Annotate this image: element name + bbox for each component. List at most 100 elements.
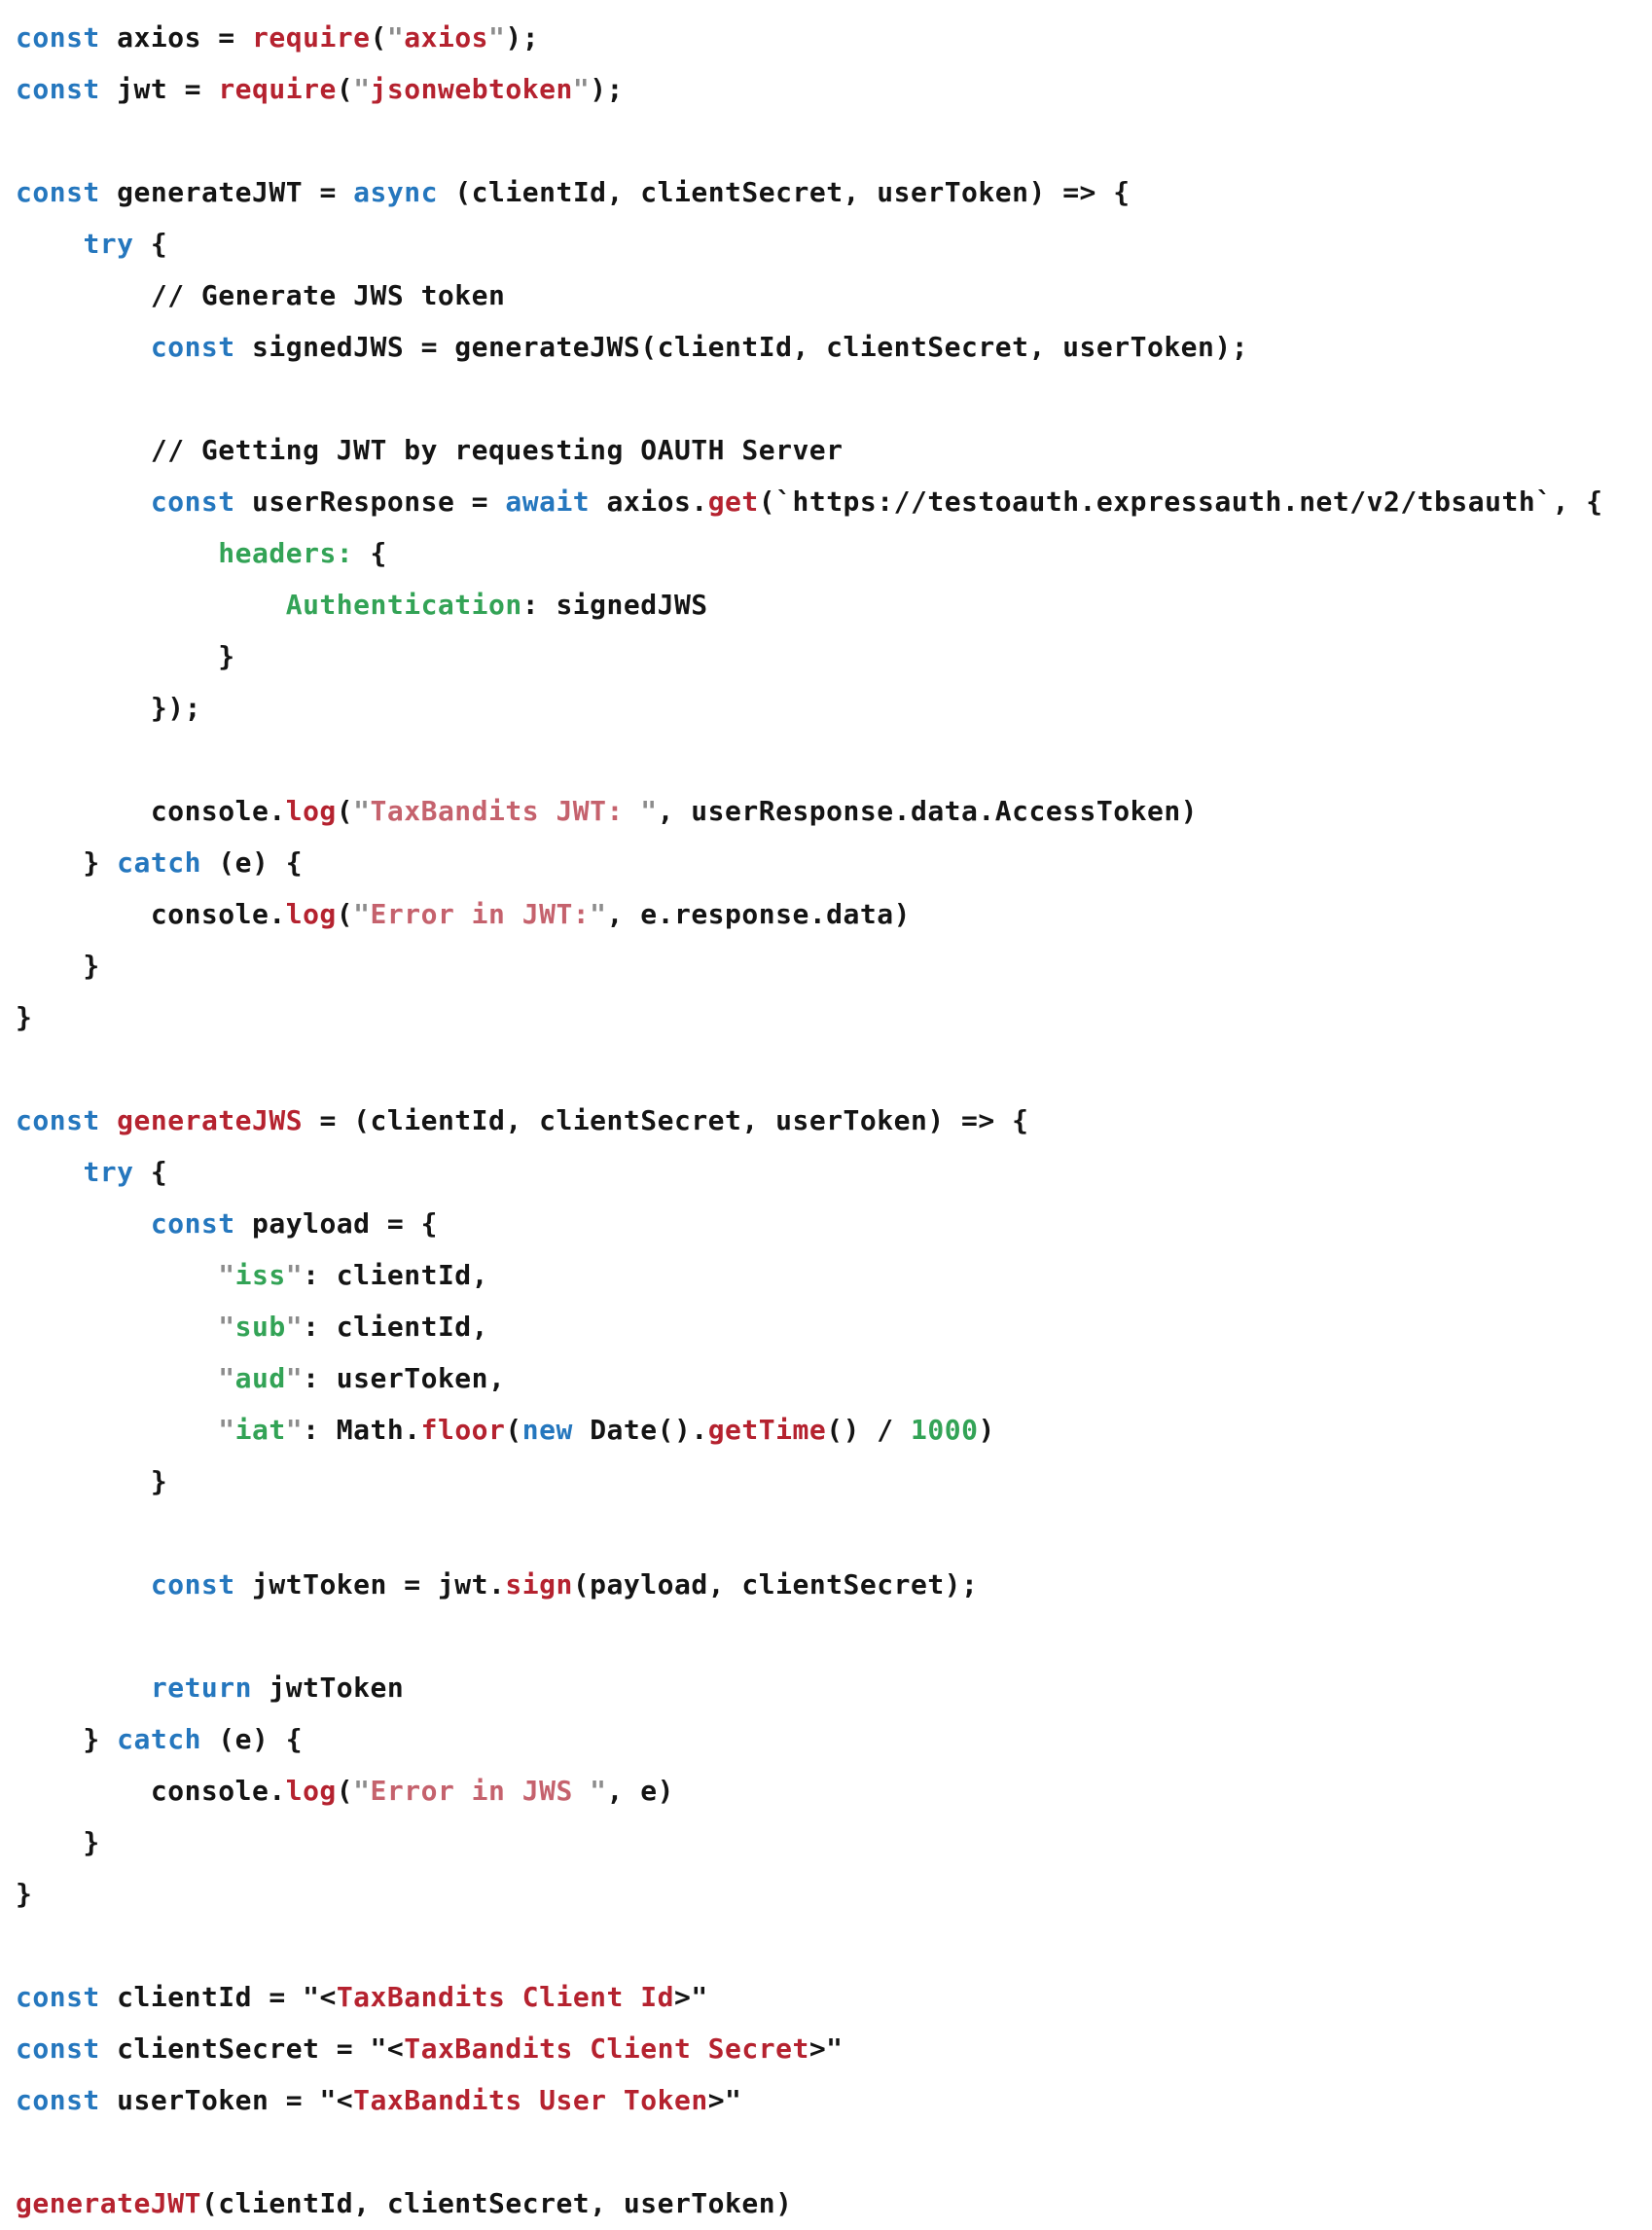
code-line: Authentication: signedJWS bbox=[16, 579, 1652, 630]
code-token-q: " bbox=[640, 795, 658, 827]
code-token-kw: await bbox=[505, 486, 591, 518]
code-line: try { bbox=[16, 1146, 1652, 1198]
code-token-prop: headers: bbox=[218, 537, 354, 569]
code-token-q: " bbox=[353, 73, 371, 105]
code-line: const signedJWS = generateJWS(clientId, … bbox=[16, 321, 1652, 373]
code-token-pl: (clientId, clientSecret, userToken) bbox=[200, 2187, 793, 2219]
code-token-kw: catch bbox=[117, 846, 201, 879]
code-token-pl: (`https://testoauth.expressauth.net/v2/t… bbox=[758, 486, 1603, 518]
code-line: // Getting JWT by requesting OAUTH Serve… bbox=[16, 424, 1652, 476]
code-token-pl: : signedJWS bbox=[521, 589, 708, 621]
code-token-q: " bbox=[590, 898, 607, 930]
code-token-pl: = (clientId, clientSecret, userToken) =>… bbox=[303, 1104, 1029, 1136]
code-token-q: " bbox=[218, 1311, 235, 1343]
code-token-cm: // Generate JWS token bbox=[16, 279, 506, 311]
code-line: try { bbox=[16, 218, 1652, 270]
code-line: const userToken = "<TaxBandits User Toke… bbox=[16, 2074, 1652, 2126]
code-line: return jwtToken bbox=[16, 1662, 1652, 1713]
code-token-pl: clientSecret = "< bbox=[99, 2032, 405, 2065]
code-line bbox=[16, 1920, 1652, 1971]
code-line: "sub": clientId, bbox=[16, 1301, 1652, 1352]
code-token-pstr: Error in JWS bbox=[370, 1775, 591, 1807]
code-line bbox=[16, 1610, 1652, 1662]
code-token-fn: log bbox=[285, 1775, 337, 1807]
code-token-pl: { bbox=[133, 1156, 168, 1188]
code-token-str: TaxBandits Client Id bbox=[336, 1981, 674, 2013]
code-token-q: " bbox=[218, 1259, 235, 1291]
code-token-pl: ( bbox=[336, 73, 354, 105]
code-line bbox=[16, 115, 1652, 166]
code-token-pl: userToken = "< bbox=[99, 2084, 354, 2116]
code-token-kw: const bbox=[150, 486, 235, 518]
code-token-kw: async bbox=[353, 176, 438, 208]
code-lines-container: const axios = require("axios");const jwt… bbox=[16, 12, 1652, 2229]
code-token-pl: } bbox=[16, 950, 100, 982]
code-token-pl: (e) { bbox=[200, 1723, 304, 1755]
code-token-q: " bbox=[285, 1414, 304, 1446]
code-line: console.log("Error in JWT:", e.response.… bbox=[16, 888, 1652, 940]
code-token-q: " bbox=[218, 1362, 235, 1394]
code-token-pl bbox=[16, 228, 83, 260]
code-token-kw: new bbox=[521, 1414, 573, 1446]
code-token-pl bbox=[16, 1156, 83, 1188]
code-token-fn: require bbox=[252, 21, 371, 54]
code-token-num: 1000 bbox=[911, 1414, 979, 1446]
code-token-pl: ( bbox=[336, 795, 354, 827]
code-line: } bbox=[16, 1816, 1652, 1868]
code-token-q: " bbox=[353, 795, 371, 827]
code-token-pl: } bbox=[16, 1826, 100, 1858]
code-token-q: " bbox=[285, 1362, 304, 1394]
code-token-pl bbox=[16, 1311, 218, 1343]
code-line: "iat": Math.floor(new Date().getTime() /… bbox=[16, 1404, 1652, 1456]
code-token-pl: Date(). bbox=[572, 1414, 708, 1446]
code-token-fn: log bbox=[285, 898, 337, 930]
code-token-prop: sub bbox=[234, 1311, 286, 1343]
code-token-pl: axios. bbox=[590, 486, 708, 518]
code-token-pl: ( bbox=[505, 1414, 522, 1446]
code-line bbox=[16, 1507, 1652, 1559]
code-token-pl: axios = bbox=[99, 21, 253, 54]
code-token-str: TaxBandits User Token bbox=[353, 2084, 708, 2116]
code-token-pl: ( bbox=[336, 898, 354, 930]
code-token-q: " bbox=[285, 1311, 304, 1343]
code-token-pl bbox=[16, 1568, 151, 1601]
code-token-kw: const bbox=[16, 176, 100, 208]
code-token-fn: floor bbox=[420, 1414, 506, 1446]
code-token-pl: (e) { bbox=[200, 846, 304, 879]
code-token-pl: jwt = bbox=[99, 73, 219, 105]
code-line bbox=[16, 734, 1652, 785]
code-token-kw: const bbox=[16, 1981, 100, 2013]
code-line: } bbox=[16, 1868, 1652, 1920]
code-token-pl: { bbox=[133, 228, 168, 260]
code-token-pl: payload = { bbox=[234, 1207, 438, 1240]
code-token-kw: return bbox=[150, 1672, 253, 1704]
code-line bbox=[16, 373, 1652, 424]
code-token-pl bbox=[16, 1259, 218, 1291]
code-token-prop: iss bbox=[234, 1259, 286, 1291]
code-token-pl: } bbox=[16, 640, 235, 672]
code-token-pl: ( bbox=[370, 21, 387, 54]
code-token-str: axios bbox=[404, 21, 489, 54]
code-line: } bbox=[16, 630, 1652, 682]
code-token-pl: () / bbox=[826, 1414, 912, 1446]
code-line: } catch (e) { bbox=[16, 1713, 1652, 1765]
code-token-q: " bbox=[353, 1775, 371, 1807]
code-token-pl: : userToken, bbox=[303, 1362, 506, 1394]
code-token-pl: ) bbox=[978, 1414, 995, 1446]
code-line: headers: { bbox=[16, 527, 1652, 579]
code-token-pl: , e.response.data) bbox=[606, 898, 911, 930]
code-token-pl bbox=[16, 486, 151, 518]
code-token-pl: ); bbox=[590, 73, 624, 105]
code-token-pl: ( bbox=[336, 1775, 354, 1807]
code-token-pl: jwtToken = jwt. bbox=[234, 1568, 506, 1601]
code-line: "iss": clientId, bbox=[16, 1249, 1652, 1301]
code-token-pl: (clientId, clientSecret, userToken) => { bbox=[437, 176, 1131, 208]
code-token-fn: generateJWT bbox=[16, 2187, 201, 2219]
code-line: const userResponse = await axios.get(`ht… bbox=[16, 476, 1652, 527]
code-token-pl: : Math. bbox=[303, 1414, 421, 1446]
code-token-fn: get bbox=[707, 486, 759, 518]
code-token-pl bbox=[100, 1104, 117, 1136]
code-token-q: " bbox=[353, 898, 371, 930]
code-token-pl: jwtToken bbox=[252, 1672, 405, 1704]
